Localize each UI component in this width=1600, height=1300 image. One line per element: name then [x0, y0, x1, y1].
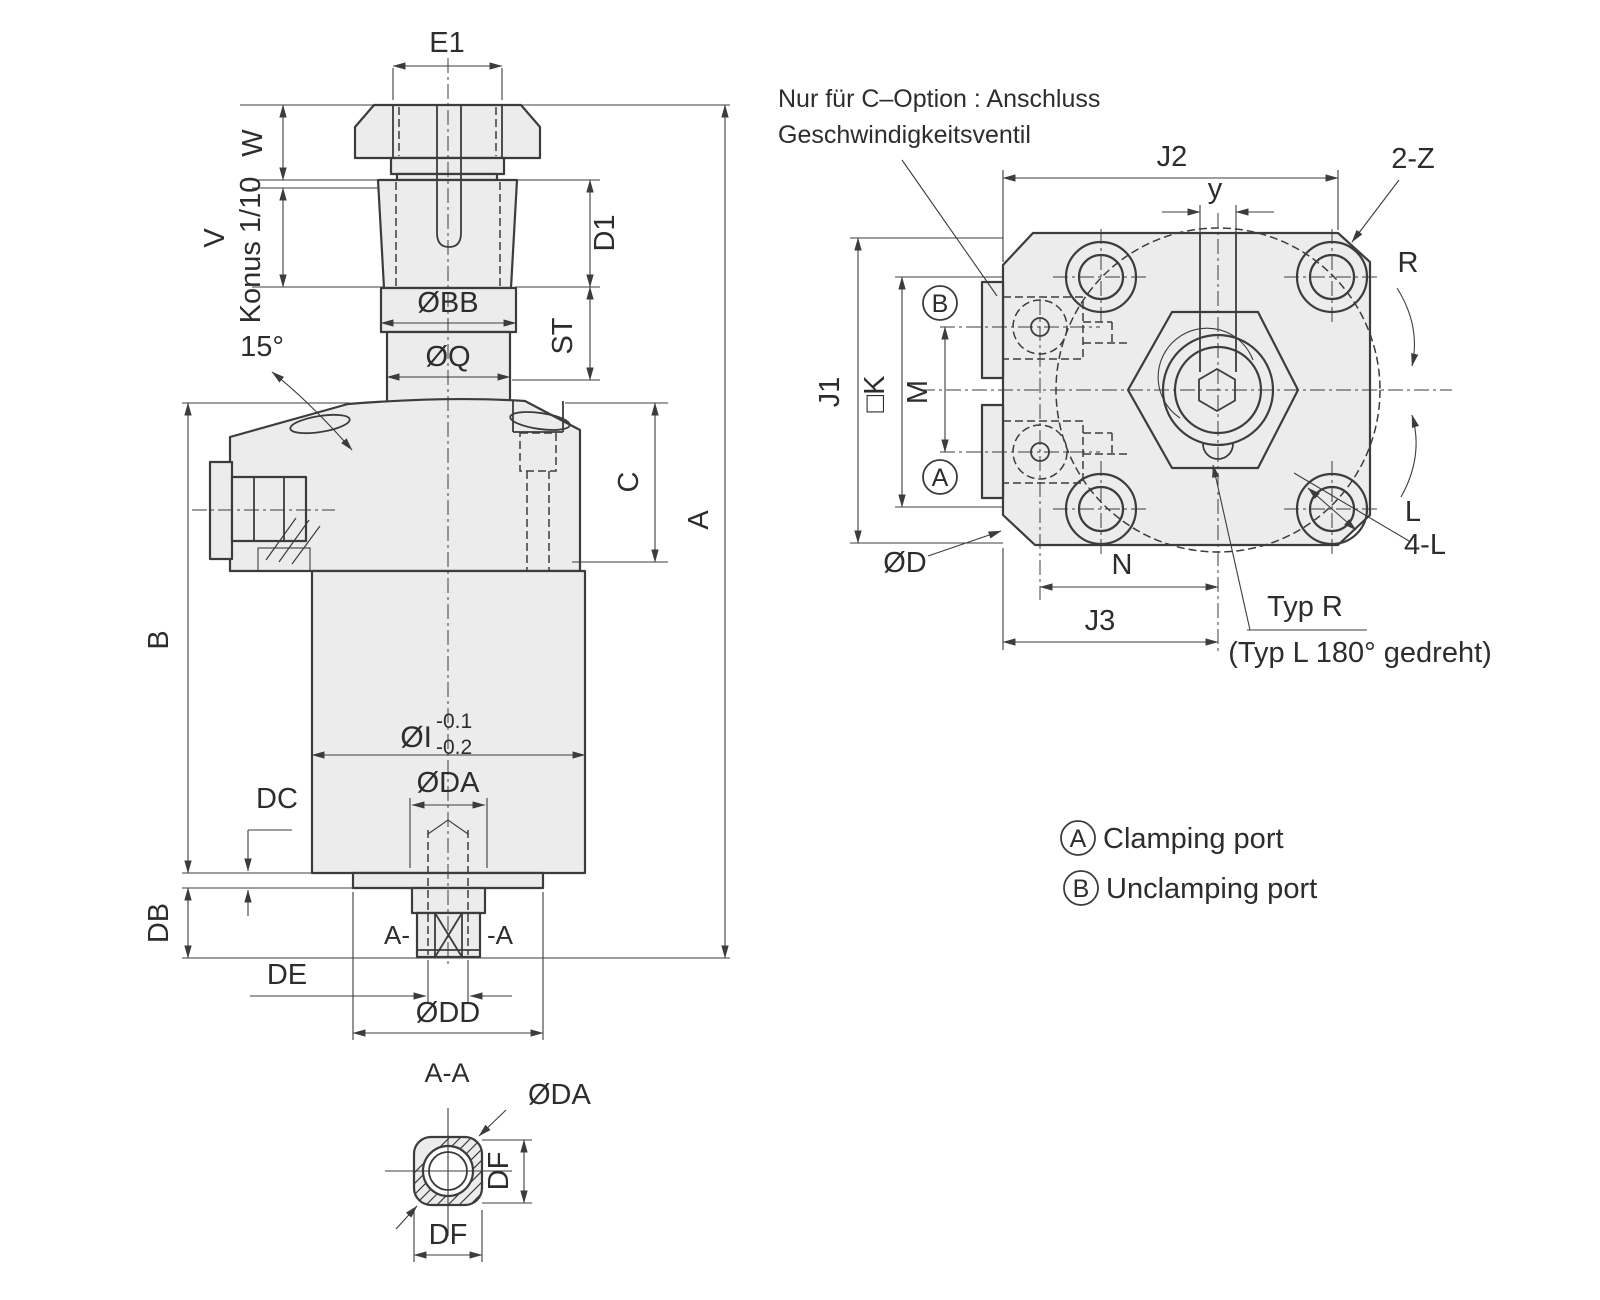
- port-fitting: [230, 475, 308, 543]
- piston-circle-inner: [1173, 345, 1263, 435]
- label-j3: J3: [1085, 605, 1116, 637]
- thread-hatch: [265, 517, 297, 561]
- legend-b-symbol: B: [1073, 875, 1090, 903]
- label-j2: J2: [1157, 141, 1188, 173]
- hex-nut: [1126, 310, 1300, 470]
- l-rotation-arc: [1400, 414, 1420, 498]
- thread-hatch: [291, 525, 321, 565]
- note-line2: Geschwindigkeitsventil: [778, 121, 1031, 149]
- label-section-left: A-: [384, 920, 410, 950]
- label-i-tol-up: -0.1: [436, 710, 472, 733]
- label-k: □K: [859, 375, 891, 413]
- left-tab-top: [980, 280, 1005, 380]
- label-n: N: [1112, 549, 1133, 581]
- label-df-vertical: DF: [483, 1152, 515, 1191]
- legend: A Clamping port B Unclamping port: [1060, 820, 1317, 906]
- label-c: C: [613, 472, 645, 493]
- corner-hole: [1053, 229, 1149, 325]
- label-j1: J1: [814, 377, 846, 408]
- label-de: DE: [267, 959, 307, 991]
- port-b-balloon: [922, 285, 958, 321]
- label-df-horizontal: DF: [429, 1219, 468, 1251]
- dim-angle-arc: [271, 371, 353, 451]
- hidden-port: [519, 432, 557, 472]
- label-i-tol-low: -0.2: [436, 736, 472, 759]
- label-dc: DC: [256, 783, 298, 815]
- label-d1: D1: [589, 214, 621, 251]
- port-a-balloon: [922, 459, 958, 495]
- label-i: ØI: [400, 721, 432, 754]
- label-konus: Konus 1/10: [235, 177, 267, 324]
- piston-circle-outer: [1161, 333, 1275, 447]
- label-bb: ØBB: [417, 287, 478, 319]
- label-l: L: [1405, 496, 1421, 528]
- section-da-leader: [478, 1109, 507, 1137]
- label-angle: 15°: [240, 331, 284, 363]
- r-rotation-arc: [1396, 287, 1419, 367]
- corner-hole: [1284, 229, 1380, 325]
- side-view: E1 W V Konus 1/10 D1 ST ØBB ØQ 15° C A B…: [143, 27, 730, 1040]
- note-line1: Nur für C–Option : Anschluss: [778, 85, 1100, 113]
- label-v: V: [199, 228, 231, 248]
- head-slot-right: [509, 411, 571, 431]
- plate: [1001, 231, 1372, 547]
- label-4l: 4-L: [1404, 529, 1446, 561]
- label-db: DB: [143, 903, 175, 943]
- port-a-letter: A: [932, 464, 949, 492]
- label-d: ØD: [883, 547, 927, 579]
- label-section-da: ØDA: [528, 1079, 592, 1111]
- port-b-letter: B: [932, 290, 949, 318]
- corner-hole: [1053, 461, 1149, 557]
- label-dd: ØDD: [416, 997, 480, 1029]
- label-m: M: [902, 380, 934, 404]
- thread-arc: [1157, 327, 1254, 419]
- label-typ-line2: (Typ L 180° gedreht): [1228, 637, 1492, 669]
- legend-a-symbol: A: [1070, 825, 1087, 853]
- label-a: A: [683, 510, 715, 530]
- legend-a-balloon: [1060, 820, 1096, 856]
- screw-slot: [436, 105, 462, 248]
- port-step: [257, 547, 311, 572]
- label-y: y: [1208, 173, 1223, 205]
- legend-b-text: Unclamping port: [1106, 873, 1317, 905]
- l4-leader: [1293, 472, 1410, 542]
- label-z: 2-Z: [1391, 143, 1435, 175]
- note-leader: [901, 159, 998, 297]
- label-b: B: [143, 630, 175, 649]
- label-typ-line1: Typ R: [1267, 591, 1343, 623]
- legend-a-text: Clamping port: [1103, 823, 1284, 855]
- label-st: ST: [547, 317, 579, 354]
- label-r: R: [1398, 247, 1419, 279]
- z-leader: [1351, 179, 1400, 243]
- d-leader: [927, 530, 1002, 557]
- label-q: ØQ: [425, 341, 470, 373]
- label-e1: E1: [429, 27, 464, 59]
- hex-socket: [1198, 367, 1236, 413]
- note: Nur für C–Option : Anschluss Geschwindig…: [778, 85, 1100, 149]
- label-w: W: [237, 129, 269, 157]
- section-view: A-A ØDA DF DF: [385, 1058, 592, 1262]
- label-da: ØDA: [417, 767, 481, 799]
- thread-hatch: [278, 519, 310, 563]
- index-notch: [1202, 443, 1234, 460]
- top-view: B A J2 y 2-Z R L 4-L J1 □K M ØD N J3 Typ…: [814, 141, 1492, 669]
- label-section-right: -A: [487, 920, 514, 950]
- legend-b-balloon: [1063, 870, 1099, 906]
- typ-leader: [1212, 464, 1251, 631]
- section-title: A-A: [424, 1058, 469, 1088]
